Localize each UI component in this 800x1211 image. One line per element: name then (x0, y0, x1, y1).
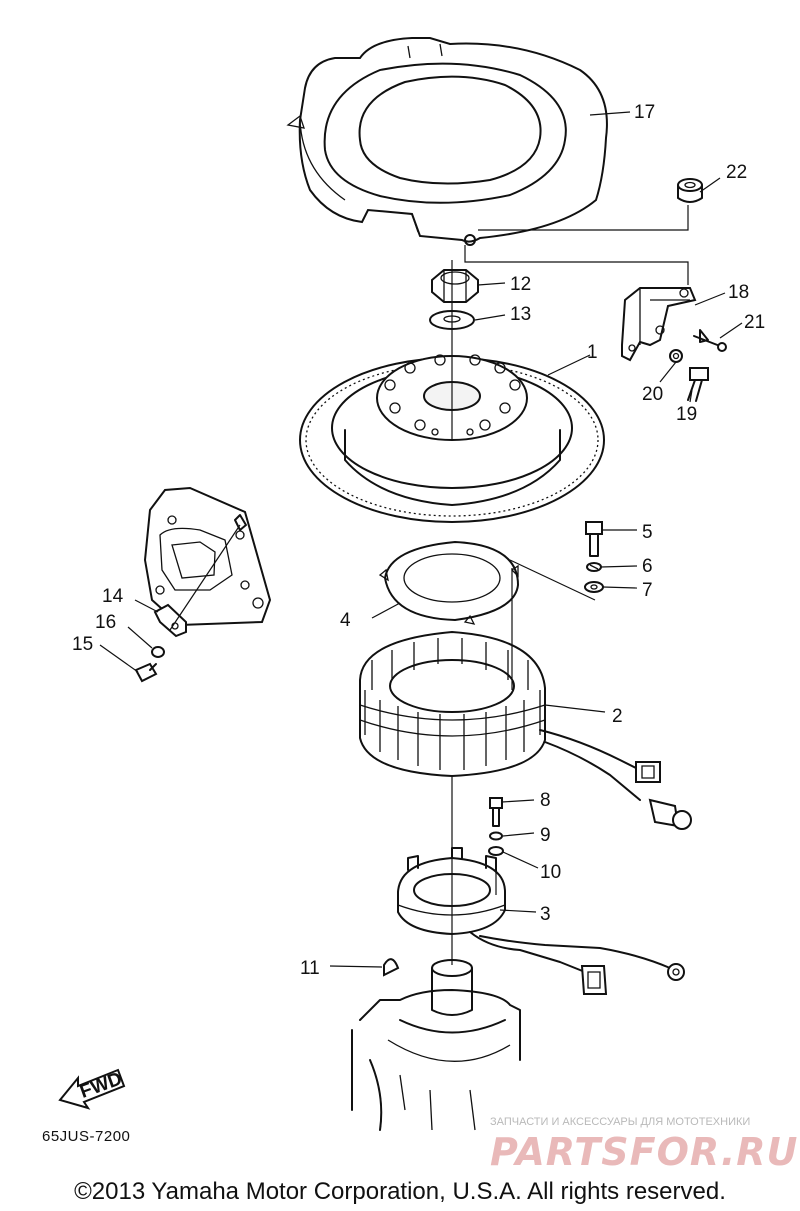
bracket-pin (693, 329, 727, 352)
callout-13: 13 (510, 304, 531, 325)
callout-1: 1 (587, 342, 598, 363)
pulser-screw (489, 797, 503, 827)
callout-9: 9 (540, 825, 551, 846)
callout-5: 5 (642, 522, 653, 543)
stator-lock-washer (586, 562, 602, 572)
mounting-plate (143, 486, 272, 627)
watermark-logo: PARTSFOR.RU (490, 1130, 799, 1174)
stator-base-plate (378, 540, 520, 625)
callout-22: 22 (726, 162, 747, 183)
diagram-code: 65JUS-7200 (42, 1128, 131, 1145)
direction-label: FWD (77, 1068, 125, 1103)
callout-12: 12 (510, 274, 531, 295)
forward-arrow-icon: FWD (58, 1068, 126, 1110)
callout-8: 8 (540, 790, 551, 811)
callout-14: 14 (102, 586, 124, 607)
callout-2: 2 (612, 706, 623, 727)
callout-20: 20 (642, 384, 663, 405)
pulser-washer (488, 846, 504, 856)
callout-6: 6 (642, 556, 653, 577)
callout-18: 18 (728, 282, 749, 303)
callout-numbers: 1 2 3 4 5 6 7 8 9 10 11 12 13 14 15 16 1… (72, 102, 765, 979)
callout-15: 15 (72, 634, 93, 655)
callout-17: 17 (634, 102, 655, 123)
clamp-washer (151, 646, 165, 658)
flywheel-nut (431, 269, 479, 303)
callout-leaders (99, 111, 743, 968)
callout-4: 4 (340, 610, 351, 631)
callout-21: 21 (744, 312, 765, 333)
stator-washer (584, 581, 604, 593)
bracket-washer (669, 349, 683, 363)
stator-assembly (359, 630, 692, 830)
pulser-lock-washer (489, 831, 503, 841)
copyright-notice: ©2013 Yamaha Motor Corporation, U.S.A. A… (74, 1178, 726, 1205)
callout-3: 3 (540, 904, 551, 925)
switch-bracket (621, 287, 697, 362)
grommet (677, 178, 703, 203)
callout-11: 11 (300, 958, 320, 979)
flywheel-cover (286, 37, 608, 246)
callout-7: 7 (642, 580, 653, 601)
watermark-tagline: ЗАПЧАСТИ И АКСЕССУАРЫ ДЛЯ МОТОТЕХНИКИ (490, 1116, 751, 1128)
callout-16: 16 (95, 612, 116, 633)
callout-19: 19 (676, 404, 697, 425)
crankcase (351, 959, 521, 1131)
clamp-screw (134, 662, 158, 683)
callout-10: 10 (540, 862, 561, 883)
assembly-lines (169, 205, 689, 965)
woodruff-key (383, 958, 400, 977)
stator-bolt (585, 521, 603, 557)
